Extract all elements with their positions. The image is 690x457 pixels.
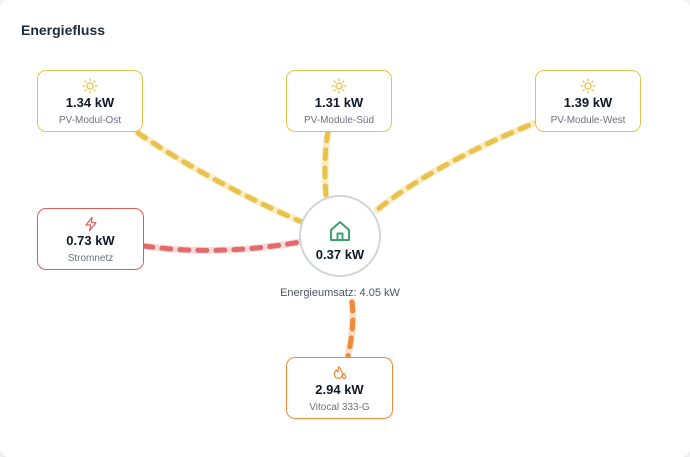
pv-south-power: 1.31 kW — [314, 95, 364, 110]
flow-grid — [140, 238, 304, 254]
energy-total-label: Energieumsatz: 4.05 kW — [280, 287, 400, 299]
sun-icon — [331, 78, 347, 94]
house-power: 0.37 kW — [315, 247, 365, 262]
grid-label: Stromnetz — [67, 253, 114, 264]
flow-pv-west — [373, 115, 549, 214]
flow-pv-south — [321, 128, 332, 200]
flow-dashes — [135, 130, 305, 225]
grid-power: 0.73 kW — [66, 233, 115, 248]
flow-track — [373, 115, 549, 214]
flow-pv-east — [134, 129, 306, 226]
house-node[interactable]: 0.37 kW — [299, 195, 381, 277]
grid-node[interactable]: 0.73 kW Stromnetz — [37, 208, 144, 270]
flow-dashes — [322, 129, 331, 199]
flow-dashes — [345, 299, 356, 359]
pv-east-label: PV-Modul-Ost — [58, 115, 122, 126]
pv-south-label: PV-Module-Süd — [303, 115, 375, 126]
flow-heat-pump — [344, 298, 357, 360]
flow-dashes — [374, 116, 548, 213]
sun-icon — [580, 78, 596, 94]
heat-pump-node[interactable]: 2.94 kW Vitocal 333-G — [286, 357, 393, 419]
pv-east-node[interactable]: 1.34 kW PV-Modul-Ost — [37, 70, 143, 132]
pv-east-power: 1.34 kW — [65, 95, 115, 110]
pv-west-label: PV-Module-West — [550, 115, 626, 126]
pv-south-node[interactable]: 1.31 kW PV-Module-Süd — [286, 70, 392, 132]
sun-icon — [82, 78, 98, 94]
pv-west-power: 1.39 kW — [563, 95, 613, 110]
heat-pump-label: Vitocal 333-G — [309, 402, 370, 413]
pv-west-node[interactable]: 1.39 kW PV-Module-West — [535, 70, 641, 132]
heat-pump-power: 2.94 kW — [315, 382, 364, 397]
flow-dashes — [141, 239, 303, 253]
flame-drop-icon — [333, 366, 346, 380]
house-icon — [330, 221, 350, 241]
lightning-icon — [84, 216, 97, 232]
card-title: Energiefluss — [21, 22, 106, 38]
